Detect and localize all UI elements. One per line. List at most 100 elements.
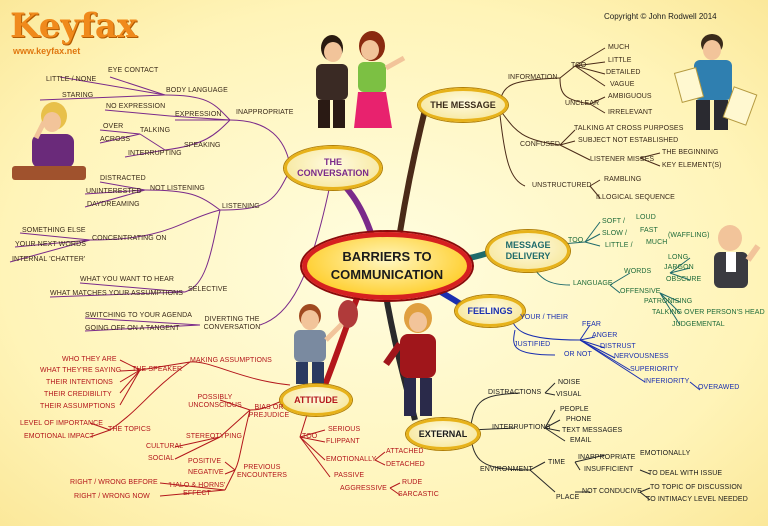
label-ext-emotionally: EMOTIONALLY	[640, 450, 691, 457]
label-what-saying: WHAT THEY'RE SAYING	[40, 367, 122, 374]
label-across: ACROSS	[100, 136, 131, 143]
label-not-listening: NOT LISTENING	[150, 185, 205, 192]
label-or-not: OR NOT	[564, 351, 592, 358]
label-over: OVER	[103, 123, 124, 130]
central-topic-bubble[interactable]: BARRIERS TO COMMUNICATION	[302, 232, 472, 300]
woman-thinking-illustration	[12, 102, 86, 180]
label-want-to-hear: WHAT YOU WANT TO HEAR	[80, 276, 175, 283]
label-offensive: OFFENSIVE	[620, 288, 661, 295]
label-ambiguous: AMBIGUOUS	[608, 93, 652, 100]
branch-message-delivery-label: MESSAGE DELIVERY	[505, 240, 551, 261]
copyright-notice: Copyright © John Rodwell 2014	[604, 12, 717, 21]
label-the-beginning: THE BEGINNING	[662, 149, 719, 156]
label-insufficient: INSUFFICIENT	[584, 466, 634, 473]
label-delivery-little: LITTLE /	[605, 242, 633, 249]
label-justified: JUSTIFIED	[514, 341, 551, 348]
man-reading-papers-illustration	[673, 34, 758, 130]
label-listener-misses: LISTENER MISSES	[590, 156, 655, 163]
label-interrupting: INTERRUPTING	[128, 150, 182, 157]
label-judgemental: JUDGEMENTAL	[672, 321, 725, 328]
label-positive: POSITIVE	[188, 458, 222, 465]
label-speaking: SPEAKING	[184, 142, 221, 149]
branch-feelings[interactable]: FEELINGS	[455, 295, 525, 327]
label-unclear: UNCLEAR	[565, 100, 600, 107]
label-intentions: THEIR INTENTIONS	[46, 379, 113, 386]
label-information: INFORMATION	[508, 74, 558, 81]
label-much: MUCH	[608, 44, 630, 51]
label-text-messages: TEXT MESSAGES	[562, 427, 623, 434]
man-with-microphone-illustration	[294, 300, 358, 384]
label-visual: VISUAL	[556, 391, 582, 398]
label-emotional-impact: EMOTIONAL IMPACT	[24, 433, 95, 440]
label-the-topics: THE TOPICS	[108, 426, 151, 433]
label-tangent: GOING OFF ON A TANGENT	[85, 325, 180, 332]
branch-the-message-label: THE MESSAGE	[430, 100, 496, 110]
label-right-wrong-now: RIGHT / WRONG NOW	[74, 493, 150, 500]
label-vague: VAGUE	[610, 81, 635, 88]
branch-external-label: EXTERNAL	[418, 429, 468, 439]
label-key-elements: KEY ELEMENT(S)	[662, 162, 722, 169]
label-soft: SOFT /	[602, 218, 626, 225]
branch-the-conversation[interactable]: THE CONVERSATION	[284, 146, 382, 190]
label-inferiority: INFERIORITY	[644, 378, 690, 385]
branch-attitude[interactable]: ATTITUDE	[280, 384, 352, 416]
label-attitude-too: TOO	[302, 433, 318, 440]
label-eye-contact: EYE CONTACT	[108, 67, 159, 74]
keyfax-url-link[interactable]: www.keyfax.net	[13, 46, 81, 56]
label-time: TIME	[548, 459, 566, 466]
label-words: WORDS	[624, 268, 652, 275]
label-email: EMAIL	[570, 437, 592, 444]
label-your-next-words: YOUR NEXT WORDS	[15, 241, 86, 248]
label-listening: LISTENING	[222, 203, 260, 210]
label-little: LITTLE	[608, 57, 632, 64]
label-credibility: THEIR CREDIBILITY	[44, 391, 112, 398]
label-bias: BIAS OR PREJUDICE	[248, 404, 290, 419]
label-interruptions: INTERRUPTIONS	[492, 424, 551, 431]
branch-external[interactable]: EXTERNAL	[406, 418, 480, 450]
label-obscure: OBSCURE	[666, 276, 702, 283]
label-delivery-much: MUCH	[646, 239, 668, 246]
label-no-expression: NO EXPRESSION	[106, 103, 166, 110]
label-inappropriate: INAPPROPRIATE	[236, 109, 294, 116]
label-sarcastic: SARCASTIC	[398, 491, 439, 498]
label-rude: RUDE	[402, 479, 423, 486]
label-rambling: RAMBLING	[604, 176, 642, 183]
label-talking-over: TALKING OVER PERSON'S HEAD	[652, 309, 765, 316]
label-irrelevant: IRRELEVANT	[608, 109, 653, 116]
label-distracted: DISTRACTED	[100, 175, 146, 182]
label-patronising: PATRONISING	[644, 298, 693, 305]
label-delivery-too: TOO	[568, 237, 584, 244]
label-passive: PASSIVE	[334, 472, 365, 479]
branch-feelings-label: FEELINGS	[467, 306, 513, 316]
label-confused: CONFUSED	[520, 141, 561, 148]
label-people: PEOPLE	[560, 406, 589, 413]
label-ext-inappropriate: INAPPROPRIATE	[578, 454, 636, 461]
label-uninterested: UNINTERESTED	[86, 188, 142, 195]
label-long: LONG	[668, 254, 689, 261]
label-switching-agenda: SWITCHING TO YOUR AGENDA	[85, 312, 193, 319]
label-level-importance: LEVEL OF IMPORTANCE	[20, 420, 104, 427]
central-topic-label: BARRIERS TO COMMUNICATION	[330, 249, 444, 282]
label-too: TOO	[571, 62, 587, 69]
branch-the-message[interactable]: THE MESSAGE	[418, 88, 508, 122]
label-little-none: LITTLE / NONE	[46, 76, 97, 83]
label-waffling: (WAFFLING)	[668, 232, 710, 239]
label-daydreaming: DAYDREAMING	[87, 201, 140, 208]
label-emotionally: EMOTIONALLY	[326, 456, 377, 463]
label-serious: SERIOUS	[328, 426, 361, 433]
label-subject-not-established: SUBJECT NOT ESTABLISHED	[578, 137, 679, 144]
keyfax-logo[interactable]: Keyfax	[10, 6, 138, 46]
label-right-wrong-before: RIGHT / WRONG BEFORE	[70, 479, 158, 486]
label-cross-purposes: TALKING AT CROSS PURPOSES	[574, 125, 684, 132]
label-diverting: DIVERTING THE CONVERSATION	[203, 316, 261, 331]
branch-message-delivery[interactable]: MESSAGE DELIVERY	[486, 230, 570, 272]
label-negative: NEGATIVE	[188, 469, 224, 476]
label-intimacy: TO INTIMACY LEVEL NEEDED	[646, 496, 748, 503]
label-detailed: DETAILED	[606, 69, 641, 76]
label-slow: SLOW /	[602, 230, 628, 237]
label-environment: ENVIRONMENT	[480, 466, 533, 473]
label-body-language: BODY LANGUAGE	[166, 87, 228, 94]
label-something-else: SOMETHING ELSE	[22, 227, 86, 234]
label-concentrating-on: CONCENTRATING ON	[92, 235, 167, 242]
